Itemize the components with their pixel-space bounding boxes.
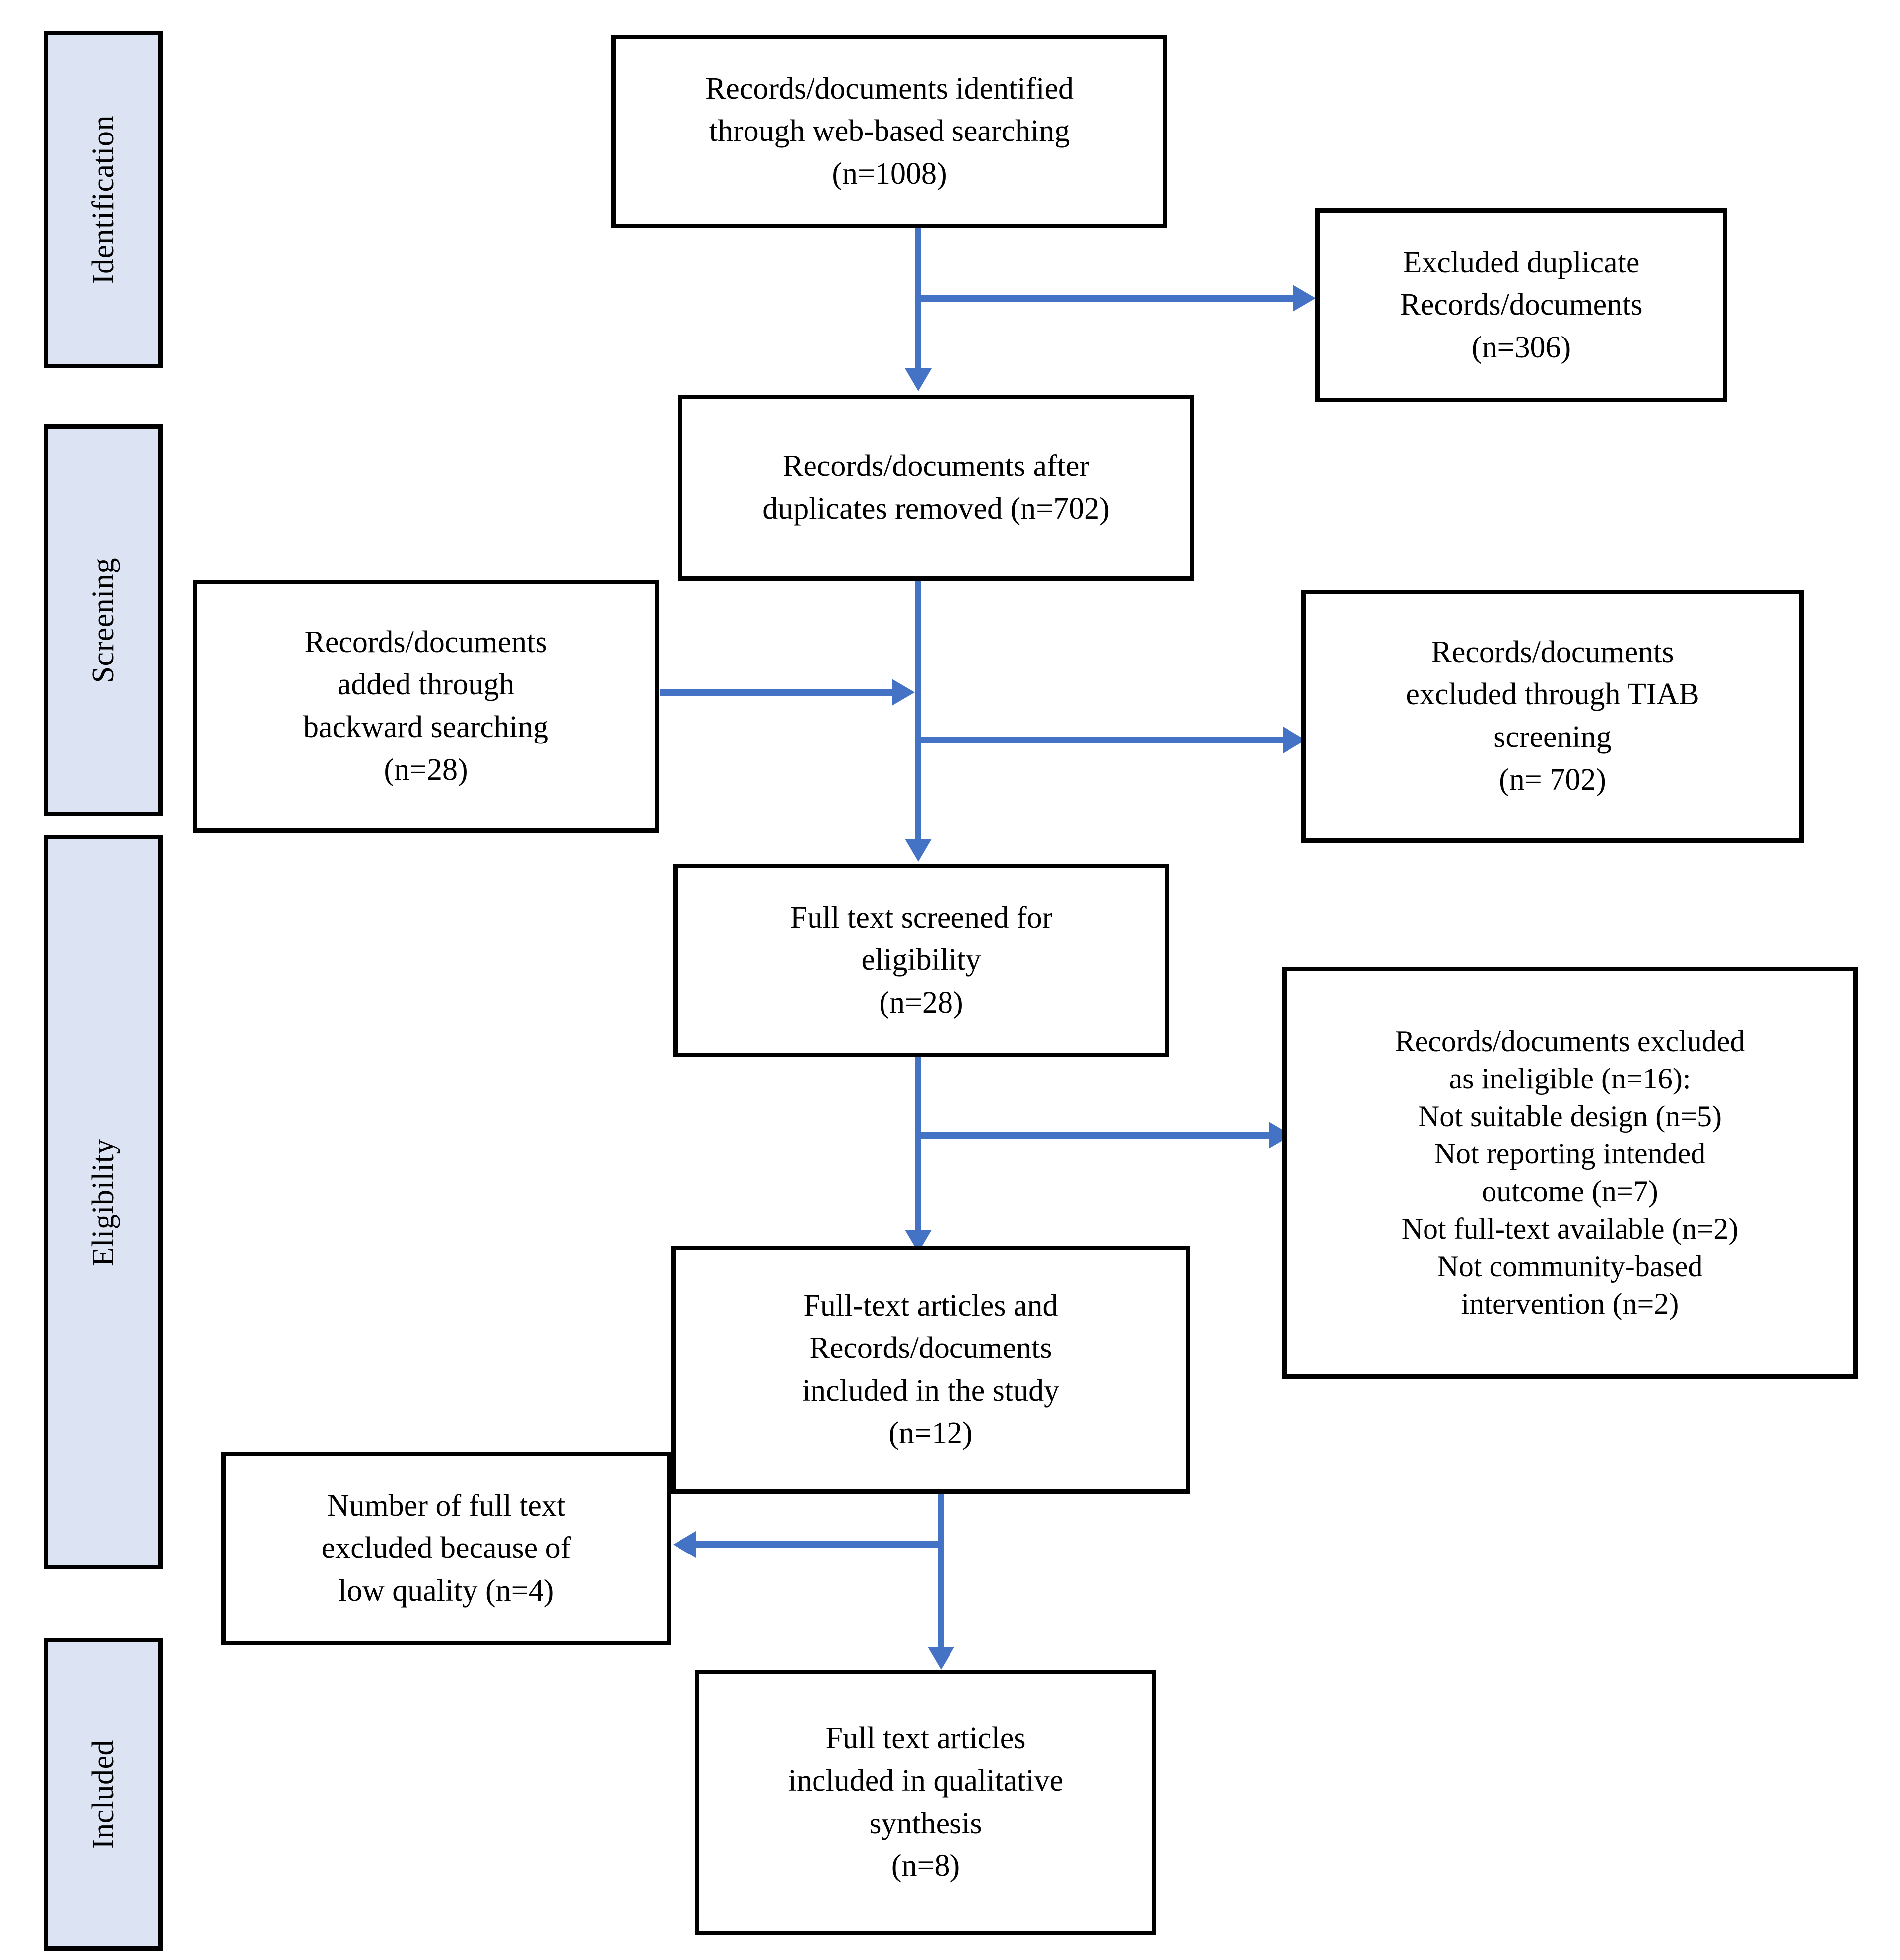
box-line: (n=1008): [832, 156, 947, 191]
box-line: as ineligible (n=16):: [1449, 1062, 1691, 1095]
box-line: (n=8): [891, 1849, 960, 1883]
arrow-backward-search-into-spine: [892, 679, 915, 706]
box-line: Records/documents: [304, 625, 547, 659]
box-line: Records/documents: [1400, 288, 1643, 322]
connector-after-duplicates-down: [915, 581, 921, 849]
box-line: (n= 702): [1499, 762, 1606, 797]
connector-backward-search-to-spine: [660, 689, 893, 696]
box-line: Not suitable design (n=5): [1418, 1099, 1722, 1133]
box-line: (n=28): [879, 985, 963, 1019]
box-line: Records/documents excluded: [1395, 1024, 1745, 1058]
box-line: included in the study: [802, 1374, 1060, 1408]
box-line: Not full-text available (n=2): [1401, 1212, 1739, 1245]
box-line: outcome (n=7): [1482, 1175, 1658, 1208]
box-excluded-low-quality: Number of full text excluded because of …: [221, 1452, 671, 1645]
connector-spine-to-tiab: [918, 737, 1285, 743]
box-line: Number of full text: [327, 1488, 566, 1523]
box-line: Records/documents: [1431, 635, 1674, 669]
stage-label-included: Included: [86, 1739, 120, 1849]
box-line: Full text screened for: [790, 900, 1053, 935]
box-excluded-tiab: Records/documents excluded through TIAB …: [1301, 590, 1804, 843]
stage-bar-eligibility: Eligibility: [44, 835, 163, 1569]
box-line: low quality (n=4): [338, 1573, 554, 1608]
box-records-backward-searching: Records/documents added through backward…: [193, 580, 659, 833]
box-full-text-screened: Full text screened for eligibility (n=28…: [673, 864, 1169, 1057]
stage-bar-identification: Identification: [44, 31, 163, 368]
arrow-identified-to-after-duplicates: [905, 368, 932, 391]
box-line: backward searching: [303, 710, 549, 744]
box-line: Records/documents: [809, 1331, 1052, 1365]
box-line: (n=306): [1471, 330, 1571, 364]
box-line: duplicates removed (n=702): [762, 491, 1110, 526]
box-line: synthesis: [869, 1806, 982, 1840]
box-line: Excluded duplicate: [1403, 245, 1640, 279]
stage-bar-included: Included: [44, 1638, 163, 1951]
box-line: (n=28): [384, 752, 468, 787]
box-line: excluded because of: [321, 1531, 571, 1565]
connector-identified-to-duplicates: [918, 295, 1295, 302]
box-excluded-duplicates: Excluded duplicate Records/documents (n=…: [1315, 208, 1727, 402]
stage-label-screening: Screening: [86, 557, 120, 683]
connector-screened-down: [915, 1057, 921, 1241]
box-line: added through: [337, 668, 515, 702]
box-line: Full text articles: [825, 1721, 1026, 1756]
box-line: intervention (n=2): [1461, 1287, 1679, 1320]
box-line: screening: [1493, 720, 1612, 754]
stage-label-eligibility: Eligibility: [86, 1138, 120, 1266]
box-line: (n=12): [888, 1416, 973, 1450]
arrow-to-excluded-low-quality: [673, 1531, 696, 1558]
box-line: through web-based searching: [709, 114, 1070, 148]
arrow-to-excluded-duplicates: [1293, 285, 1316, 312]
box-line: Not community-based: [1437, 1250, 1703, 1283]
box-line: included in qualitative: [788, 1763, 1064, 1798]
box-line: eligibility: [861, 943, 981, 977]
box-line: Full-text articles and: [803, 1288, 1058, 1323]
box-line: excluded through TIAB: [1406, 677, 1699, 712]
box-records-identified: Records/documents identified through web…: [611, 35, 1167, 228]
arrow-to-full-text-screened: [905, 839, 932, 862]
connector-identified-down: [915, 228, 921, 377]
connector-included-to-low-quality: [695, 1541, 941, 1548]
box-line: Records/documents after: [782, 449, 1090, 483]
connector-included-down: [938, 1494, 944, 1658]
box-line: Not reporting intended: [1434, 1137, 1706, 1170]
box-included-qualitative-synthesis: Full text articles included in qualitati…: [695, 1670, 1156, 1935]
box-line: Records/documents identified: [705, 71, 1074, 106]
connector-screened-to-ineligible: [918, 1132, 1270, 1139]
box-included-in-study: Full-text articles and Records/documents…: [671, 1246, 1190, 1494]
stage-bar-screening: Screening: [44, 424, 163, 816]
stage-label-identification: Identification: [86, 115, 120, 284]
box-excluded-ineligible: Records/documents excluded as ineligible…: [1282, 967, 1858, 1379]
arrow-to-qualitative-synthesis: [928, 1647, 954, 1670]
box-records-after-duplicates: Records/documents after duplicates remov…: [678, 395, 1194, 581]
